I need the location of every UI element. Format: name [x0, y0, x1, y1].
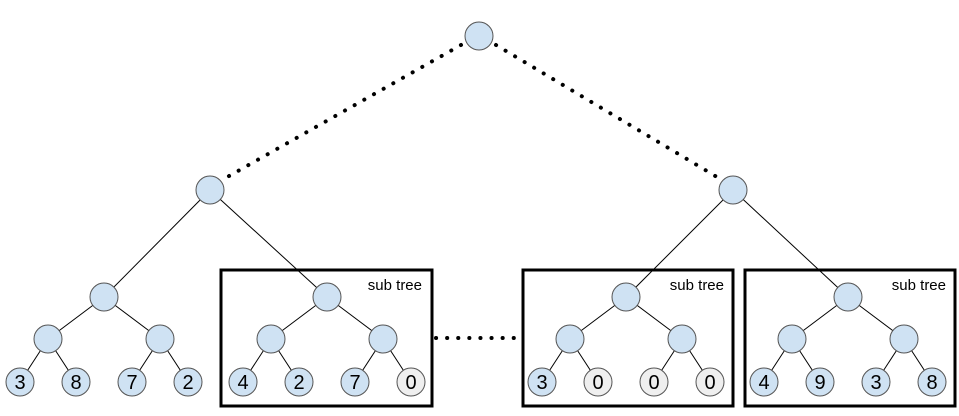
tree-node	[89, 282, 119, 312]
tree-node	[889, 324, 919, 354]
leaf-value: 0	[405, 372, 416, 394]
leaf-value: 4	[758, 372, 769, 394]
dotted-edge-root-right	[494, 43, 724, 182]
leaf-value: 8	[70, 372, 81, 394]
leaf-node	[284, 367, 314, 397]
tree-node	[368, 324, 398, 354]
edge	[103, 189, 211, 298]
leaf-node	[228, 367, 258, 397]
leaf-value: 3	[536, 372, 547, 394]
dotted-edge-root-left	[220, 43, 463, 182]
tree-node	[195, 175, 225, 205]
subtree-label: sub tree	[670, 277, 724, 294]
edge	[732, 189, 849, 298]
leaf-value: 3	[14, 372, 25, 394]
tree-node	[555, 324, 585, 354]
leaf-value: 0	[592, 372, 603, 394]
leaf-value: 7	[349, 372, 360, 394]
subtree-label: sub tree	[892, 277, 946, 294]
tree-node	[718, 175, 748, 205]
leaf-value: 7	[126, 372, 137, 394]
leaf-node	[805, 367, 835, 397]
leaf-value: 2	[182, 372, 193, 394]
tree-node	[145, 324, 175, 354]
leaf-value: 0	[704, 372, 715, 394]
leaf-node	[340, 367, 370, 397]
leaf-node	[396, 367, 426, 397]
leaf-value: 0	[648, 372, 659, 394]
leaf-node	[5, 367, 35, 397]
leaf-node	[917, 367, 947, 397]
leaf-value: 2	[293, 372, 304, 394]
leaf-node	[695, 367, 725, 397]
leaf-node	[527, 367, 557, 397]
leaf-node	[173, 367, 203, 397]
leaf-node	[61, 367, 91, 397]
edge	[625, 189, 734, 298]
leaf-node	[639, 367, 669, 397]
leaf-value: 3	[870, 372, 881, 394]
edge	[209, 189, 328, 298]
leaf-node	[749, 367, 779, 397]
leaf-node	[861, 367, 891, 397]
leaf-value: 4	[237, 372, 248, 394]
subtree-box	[219, 268, 434, 408]
tree-node	[833, 282, 863, 312]
subtree-box	[743, 268, 957, 408]
leaf-node	[583, 367, 613, 397]
tree-node	[777, 324, 807, 354]
leaf-value: 9	[814, 372, 825, 394]
tree-node	[33, 324, 63, 354]
tree-node	[667, 324, 697, 354]
subtree-label: sub tree	[368, 277, 422, 294]
tree-node	[611, 282, 641, 312]
tree-node	[256, 324, 286, 354]
subtree-box	[521, 268, 735, 408]
tree-node-root	[464, 21, 494, 51]
tree-node	[312, 282, 342, 312]
leaf-node	[117, 367, 147, 397]
leaf-value: 8	[926, 372, 937, 394]
